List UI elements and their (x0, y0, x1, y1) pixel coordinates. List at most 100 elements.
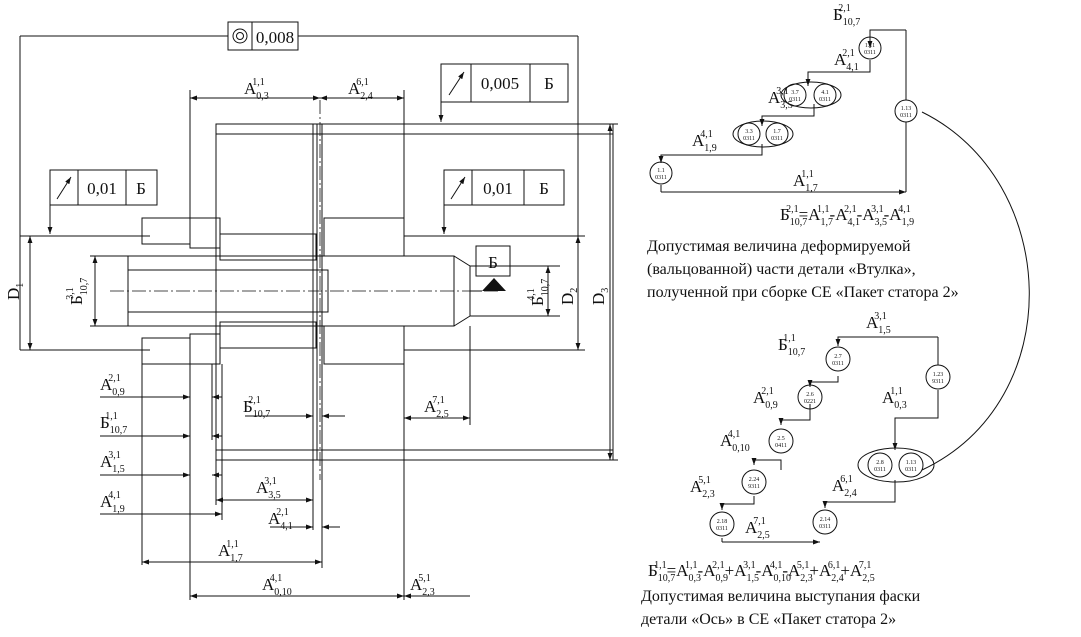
svg-text:2.6: 2.6 (806, 392, 814, 398)
stator-pack-outline (215, 123, 614, 461)
svg-text:0311: 0311 (743, 136, 755, 142)
svg-text:0221: 0221 (804, 399, 816, 405)
diameter-labels: D1 D2 D3 (4, 283, 611, 305)
dim-label: A2,46,1 (348, 77, 373, 102)
coax-value: 0,008 (256, 28, 294, 47)
svg-text:0311: 0311 (771, 136, 783, 142)
dim-label: A0,104,1 (262, 573, 292, 598)
dim-label: A3,53,1 (256, 476, 281, 501)
dim-label: A2,57,1 (424, 395, 449, 420)
datum-triangle (482, 278, 506, 291)
svg-text:1.13: 1.13 (906, 460, 917, 466)
runout-left-value: 0,01 (87, 179, 117, 198)
dim-label: A1,71,1 (218, 539, 243, 564)
svg-text:3.3: 3.3 (745, 129, 753, 135)
graph2-chain-label: A0,104,1 (720, 429, 750, 454)
runout-top-datum: Б (544, 74, 554, 93)
svg-text:0311: 0311 (655, 175, 667, 181)
graph2-chain-label: A2,57,1 (745, 516, 770, 541)
svg-text:2.24: 2.24 (749, 477, 760, 483)
graph2-chain-label: A0,31,1 (882, 386, 907, 411)
frame-runout-right: 0,01 Б (443, 169, 565, 206)
dim-label: A4,12,1 (268, 507, 293, 532)
svg-text:2.18: 2.18 (717, 519, 728, 525)
svg-text:1.1: 1.1 (657, 168, 665, 174)
d1-label: D1 (4, 283, 26, 300)
frame-runout-left: 0,01 Б (49, 169, 158, 206)
svg-text:0311: 0311 (900, 113, 912, 119)
runout-top-value: 0,005 (481, 74, 519, 93)
dim-label: Б10,73,1 (65, 278, 90, 305)
svg-text:0311: 0311 (905, 467, 917, 473)
graph1-caption-1: Допустимая величина деформируемой (647, 238, 911, 255)
d2-label: D2 (558, 288, 580, 305)
dim-label: Б10,71,1 (100, 411, 127, 436)
graph1-chain-label: A1,94,1 (692, 129, 717, 154)
frame-coaxiality: 0,008 (227, 21, 299, 51)
svg-text:3.7: 3.7 (791, 90, 799, 96)
svg-text:9311: 9311 (932, 379, 944, 385)
datum-label: Б (488, 253, 498, 272)
dim-label: Б10,72,1 (243, 395, 270, 420)
runout-left-datum: Б (136, 179, 146, 198)
graph2-equation: Б10,71,1=A0,31,1-A0,92,1+A1,53,1-A0,104,… (648, 560, 875, 584)
graph1-chain-label: Б10,72,1 (833, 3, 860, 28)
svg-text:1.7: 1.7 (773, 129, 781, 135)
graph2-caption-2: детали «Ось» в СЕ «Пакет статора 2» (641, 611, 896, 628)
svg-text:0411: 0411 (775, 443, 787, 449)
svg-text:9311: 9311 (748, 484, 760, 490)
graph-1: Б10,72,1A4,12,1A3,53,1A1,94,1A1,71,1 1.1… (647, 3, 1030, 471)
svg-text:1.11: 1.11 (865, 43, 875, 49)
svg-text:0311: 0311 (832, 361, 844, 367)
svg-text:0311: 0311 (789, 97, 801, 103)
bushing-right-lower (323, 325, 405, 365)
dim-label: A0,31,1 (244, 77, 269, 102)
graph1-caption-2: (вальцованной) части детали «Втулка», (647, 261, 916, 278)
svg-text:4.1: 4.1 (821, 90, 829, 96)
graph1-chain-label: A4,12,1 (834, 48, 859, 73)
svg-text:1.13: 1.13 (901, 106, 912, 112)
d3-label: D3 (589, 288, 611, 305)
svg-text:0311: 0311 (819, 97, 831, 103)
graph2-chain-label: A2,46,1 (832, 474, 857, 499)
svg-text:2.14: 2.14 (820, 517, 831, 523)
svg-text:0311: 0311 (819, 524, 831, 530)
bushing-flange-lower (141, 337, 191, 365)
svg-text:1.23: 1.23 (933, 372, 944, 378)
part-section: Б (110, 100, 614, 480)
bushing-flange-upper (141, 217, 191, 245)
graph1-chain-label: A3,53,1 (768, 86, 793, 111)
graph1-chain-label: A1,71,1 (793, 169, 818, 194)
graph2-caption-1: Допустимая величина выступания фаски (641, 588, 921, 605)
dim-label: A2,35,1 (410, 573, 435, 598)
dim-label: A0,92,1 (100, 373, 125, 398)
dim-label: Б10,74,1 (526, 279, 551, 306)
graph2-chain-label: A2,35,1 (690, 475, 715, 500)
svg-text:0311: 0311 (874, 467, 886, 473)
graph1-caption-3: полученной при сборке СЕ «Пакет статора … (647, 284, 959, 301)
bushing-right-upper (323, 217, 405, 257)
svg-text:0311: 0311 (864, 50, 876, 56)
runout-right-datum: Б (539, 179, 549, 198)
dim-label: A1,94,1 (100, 490, 125, 515)
dimension-lines (19, 35, 618, 600)
dim-label: A1,53,1 (100, 450, 125, 475)
graph1-equation: Б10,72,1=A1,71,1-A4,12,1-A3,53,1-A1,94,1 (780, 204, 914, 228)
